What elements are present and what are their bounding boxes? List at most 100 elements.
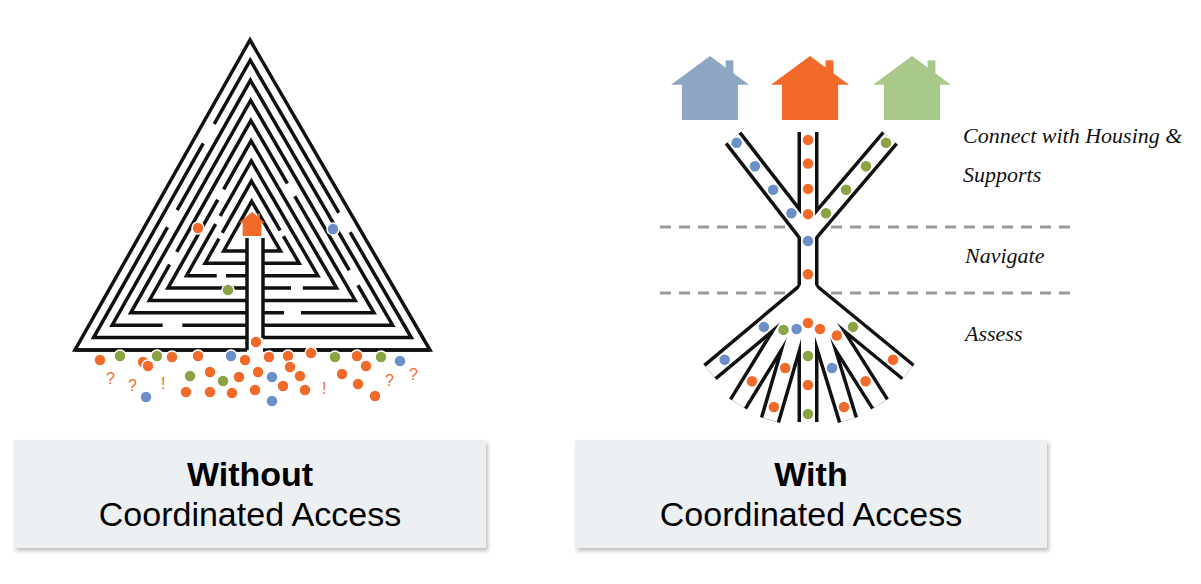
stage-divider [660, 292, 1078, 295]
person-dot [114, 350, 126, 362]
person-dot [226, 387, 238, 399]
person-dot [814, 323, 826, 335]
person-dot [791, 323, 803, 335]
person-dot [802, 350, 814, 362]
person-dot [204, 386, 216, 398]
person-dot [151, 350, 163, 362]
maze-gap [287, 184, 294, 197]
stage-label: Navigate [965, 236, 1165, 275]
person-dot [375, 351, 387, 363]
maze-gap [163, 322, 183, 329]
stage-label: Connect with Housing & Supports [963, 116, 1197, 194]
person-dot [802, 317, 814, 329]
channel [810, 138, 890, 232]
person-dot [252, 366, 264, 378]
maze-gap [217, 272, 226, 279]
person-dot [731, 137, 743, 149]
maze-gap [219, 233, 222, 239]
person-dot [336, 368, 348, 380]
person-dot [277, 380, 289, 392]
person-dot [820, 207, 832, 219]
person-dot [192, 350, 204, 362]
person-dot [225, 350, 237, 362]
person-dot [184, 370, 196, 382]
caption-box: WithCoordinated Access [575, 440, 1047, 548]
maze-wall [261, 238, 265, 338]
person-dot [802, 235, 814, 247]
maze-gap [349, 270, 358, 285]
person-dot [352, 378, 364, 390]
person-dot [802, 379, 814, 391]
person-dot [204, 366, 216, 378]
person-dot [840, 184, 852, 196]
person-dot [282, 350, 294, 362]
person-dot [284, 361, 296, 373]
channel [808, 290, 908, 372]
person-dot [369, 390, 381, 402]
person-dot [239, 354, 251, 366]
caption-text: Coordinated Access [660, 494, 962, 534]
maze-wall [270, 348, 430, 352]
person-dot [192, 222, 204, 234]
person-dot [880, 137, 892, 149]
person-dot [719, 354, 731, 366]
person-dot [778, 324, 790, 336]
person-dot [180, 386, 192, 398]
person-dot [233, 371, 245, 383]
maze-gap [339, 213, 350, 232]
person-dot [826, 362, 838, 374]
person-dot [860, 375, 872, 387]
person-dot [779, 362, 791, 374]
person-dot [263, 351, 275, 363]
person-dot [767, 184, 779, 196]
maze-gap [218, 189, 224, 199]
person-dot [746, 375, 758, 387]
person-dot [250, 336, 262, 348]
person-dot [142, 360, 154, 372]
person-dot [749, 160, 761, 172]
person-dot [351, 350, 363, 362]
caption-heading: Without [187, 454, 313, 494]
person-dot [831, 330, 843, 342]
person-dot [887, 354, 899, 366]
person-dot [785, 207, 797, 219]
house-icon [671, 56, 749, 120]
question-mark: ? [128, 377, 137, 395]
maze-gap [170, 252, 177, 265]
caption-text: Coordinated Access [99, 494, 401, 534]
question-mark: ? [409, 366, 418, 384]
house-icon [873, 56, 951, 120]
person-dot [329, 351, 341, 363]
person-dot [802, 183, 814, 195]
question-mark: ? [385, 372, 394, 390]
maze-gap [216, 216, 221, 224]
person-dot [860, 160, 872, 172]
person-dot [802, 158, 814, 170]
maze-house [239, 212, 265, 236]
person-dot [94, 354, 106, 366]
channel [733, 138, 806, 232]
person-dot [758, 321, 770, 333]
person-dot [394, 355, 406, 367]
caption-box: WithoutCoordinated Access [14, 440, 486, 548]
person-dot [249, 384, 261, 396]
maze-gap [167, 210, 177, 227]
question-mark: ? [106, 370, 115, 388]
person-dot [299, 384, 311, 396]
person-dot [266, 395, 278, 407]
funnel [660, 56, 1078, 422]
person-dot [360, 360, 372, 372]
exclamation-mark: ! [161, 375, 165, 393]
person-dot [838, 401, 850, 413]
maze-gap [280, 230, 283, 236]
person-dot [166, 351, 178, 363]
person-dot [768, 401, 780, 413]
person-dot [847, 321, 859, 333]
maze-gap [284, 309, 301, 316]
person-dot [802, 408, 814, 420]
house-icon [771, 56, 849, 120]
person-dot [802, 208, 814, 220]
person-dot [305, 347, 317, 359]
person-dot [802, 268, 814, 280]
